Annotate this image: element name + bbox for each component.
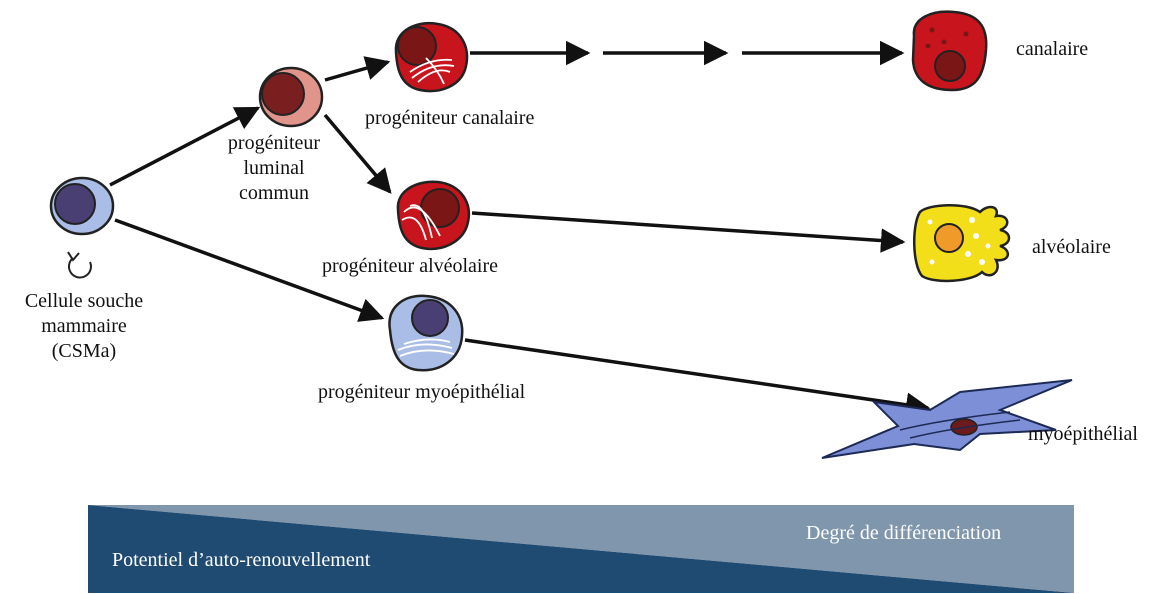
stem-cell-nucleus	[54, 183, 96, 225]
myo-progenitor-nucleus	[411, 299, 449, 337]
ductal-label: canalaire	[1016, 38, 1089, 60]
alveolar-progenitor-filaments	[401, 204, 441, 241]
common-luminal-nucleus	[261, 72, 305, 116]
myoepithelial-cell	[821, 379, 1073, 459]
common-luminal-label-line3: commun	[239, 182, 309, 204]
alveolar-cell-nucleus	[934, 223, 964, 253]
arrows	[109, 40, 931, 417]
arrow-luminal-to-ductal-progenitor	[324, 56, 391, 82]
common-luminal-progenitor-label: progéniteur luminal commun	[214, 131, 334, 206]
arrow-stem-to-luminal	[109, 106, 261, 187]
differentiation-label: Degré de différenciation	[806, 522, 1002, 544]
alveolar-progenitor-label: progéniteur alvéolaire	[322, 255, 499, 277]
arrow-myo-progenitor-to-myo	[464, 338, 931, 417]
stem-cell-label-line1: Cellule souche	[24, 290, 144, 312]
alveolar-progenitor-cell	[396, 180, 471, 251]
ductal-progenitor-label: progéniteur canalaire	[365, 107, 535, 129]
self-renewal-arrow-icon	[68, 257, 92, 279]
arrow-alveolar-progenitor-to-alveolar	[471, 211, 906, 253]
myo-progenitor-filaments	[397, 338, 455, 357]
alveolar-label: alvéolaire	[1032, 236, 1111, 258]
ductal-cell	[911, 10, 988, 92]
ductal-progenitor-filaments	[409, 57, 455, 85]
myoepithelial-label: myoépithélial	[1028, 423, 1138, 445]
ductal-progenitor-cell	[394, 21, 469, 93]
self-renewal-wedge	[88, 505, 1074, 593]
self-renewal-label: Potentiel d’auto-renouvellement	[112, 549, 371, 571]
arrow-stem-to-myo-progenitor	[114, 218, 385, 322]
alveolar-cell	[912, 204, 1011, 283]
common-luminal-label-line2: luminal	[243, 157, 305, 179]
stem-cell-label: Cellule souche mammaire (CSMa)	[4, 289, 164, 364]
stem-cell-label-line3: (CSMa)	[51, 340, 117, 362]
stem-cell-label-line2: mammaire	[41, 315, 127, 337]
ductal-cell-nucleus	[934, 50, 966, 82]
ductal-progenitor-nucleus	[397, 26, 437, 66]
myoepithelial-progenitor-cell	[388, 294, 464, 372]
stem-cell	[49, 176, 115, 236]
common-luminal-label-line1: progéniteur	[227, 132, 321, 154]
myoepithelial-progenitor-label: progéniteur myoépithélial	[318, 381, 526, 403]
gradient-bar	[88, 505, 1074, 593]
common-luminal-progenitor-cell	[258, 66, 324, 128]
arrow-luminal-to-alveolar-progenitor	[323, 113, 392, 194]
